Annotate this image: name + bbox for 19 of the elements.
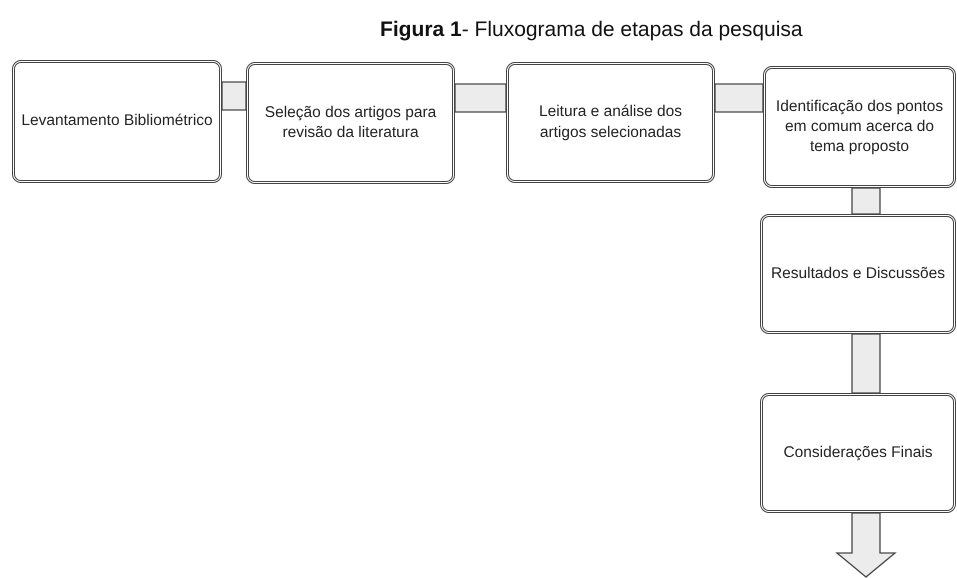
connector-band [835,512,897,578]
connector-band [714,83,764,113]
process-box [760,214,956,334]
step-label: Leitura e análise dos artigos selecionadas [538,102,684,142]
connector-band [454,83,507,113]
step-label: Resultados e Discussões [770,264,946,284]
connector-band [851,333,881,394]
figure-title: Figura 1- Fluxograma de etapas da pesquisa [380,18,800,42]
step-label: Identificação dos pontos em comum acerca do tema proposto [774,96,944,158]
step-label: Levantamento Bibliométrico [21,111,213,132]
step-label: Seleção dos artigos para revisão da literatura [264,102,438,143]
step-label: Considerações Finais [783,442,933,463]
process-box [246,62,455,184]
process-box [506,62,715,183]
connector-band [221,81,247,111]
process-box [763,66,956,188]
process-box [760,393,956,513]
connector-band [851,187,881,215]
process-box [12,60,222,183]
